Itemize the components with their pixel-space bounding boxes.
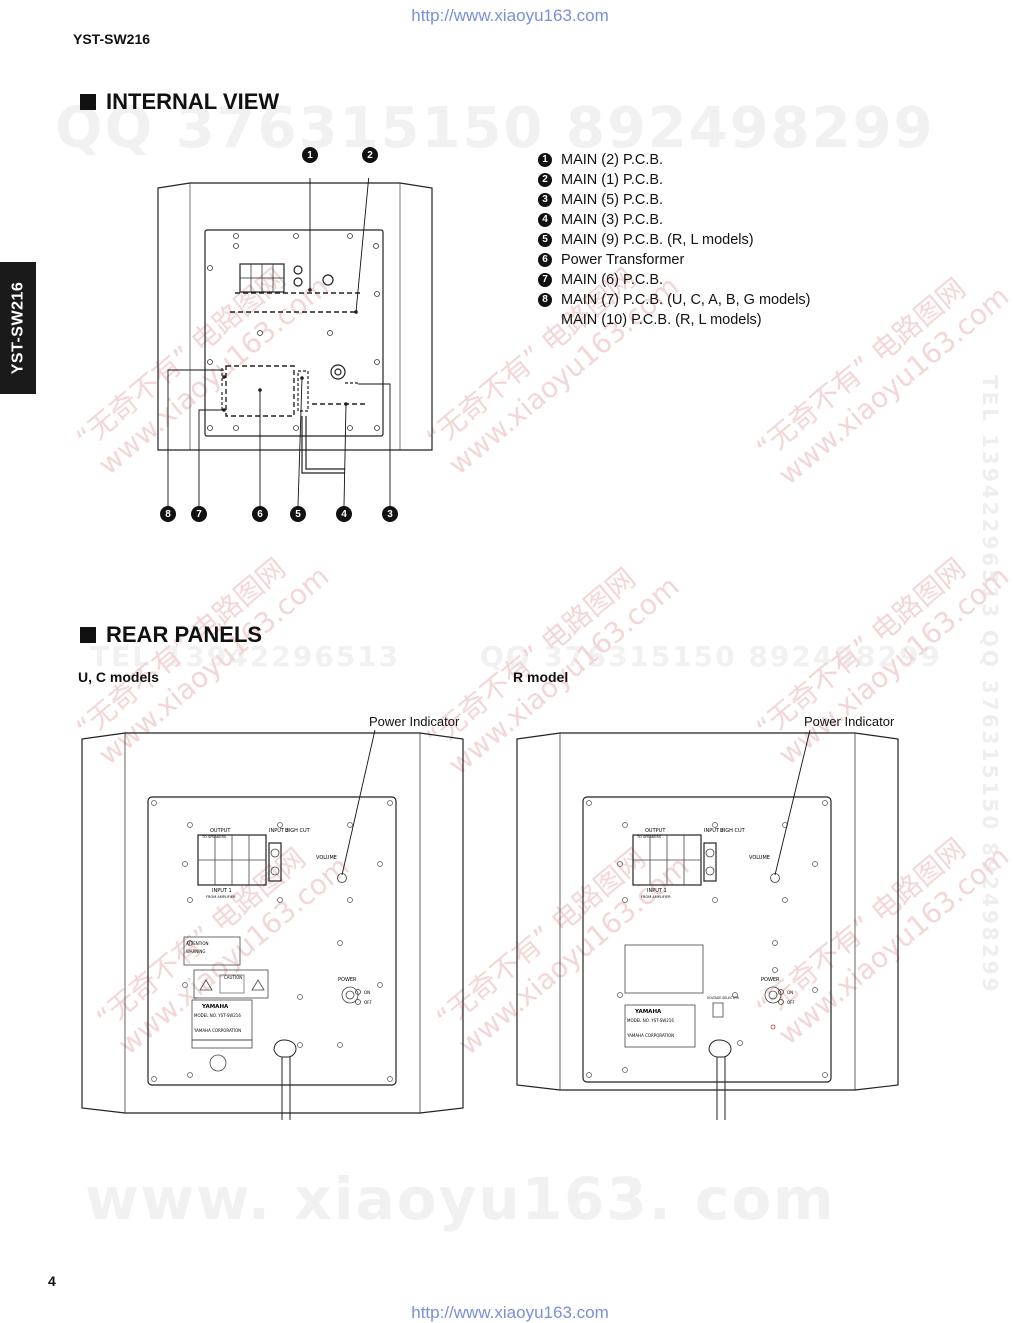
power-indicator-label: Power Indicator bbox=[804, 714, 895, 729]
output-label: OUTPUT bbox=[645, 828, 666, 834]
model-no-label: MODEL NO. YST-SW216 bbox=[194, 1013, 241, 1018]
yamaha-brand: YAMAHA bbox=[201, 1004, 229, 1010]
legend-item: 5 MAIN (9) P.C.B. (R, L models) bbox=[538, 230, 811, 250]
uc-models-label: U, C models bbox=[78, 669, 159, 685]
rear-panel-uc: OUTPUT TO SPEAKERS INPUT 1 FROM AMPLIFIE… bbox=[81, 729, 464, 1120]
watermark-qq-2: QQ 376315150 892498299 bbox=[480, 640, 942, 673]
side-tab-label: YST-SW216 bbox=[9, 281, 26, 375]
number-bullet-icon: 8 bbox=[538, 293, 552, 307]
legend-label: MAIN (5) P.C.B. bbox=[561, 192, 664, 208]
number-bullet-icon: 7 bbox=[538, 273, 552, 287]
legend-label: MAIN (9) P.C.B. (R, L models) bbox=[561, 232, 754, 248]
legend-item: 4 MAIN (3) P.C.B. bbox=[538, 210, 811, 230]
square-bullet-icon bbox=[80, 94, 96, 110]
legend-item: 7 MAIN (6) P.C.B. bbox=[538, 270, 811, 290]
yamaha-brand: YAMAHA bbox=[634, 1009, 662, 1015]
high-cut-label: HIGH CUT bbox=[720, 828, 746, 834]
output-label: OUTPUT bbox=[210, 828, 231, 834]
legend-label: MAIN (1) P.C.B. bbox=[561, 172, 664, 188]
legend-label: MAIN (10) P.C.B. (R, L models) bbox=[561, 312, 762, 328]
attention-label: ATTENTION bbox=[186, 941, 209, 946]
off-label: OFF bbox=[787, 1000, 795, 1005]
number-bullet-icon: 2 bbox=[538, 173, 552, 187]
callout-number: 6 bbox=[252, 506, 268, 522]
from-amplifier-label: FROM AMPLIFIER bbox=[206, 895, 236, 899]
volume-label: VOLUME bbox=[749, 855, 770, 861]
to-speakers-label: TO SPEAKERS bbox=[636, 835, 662, 839]
input2-label: INPUT 2 bbox=[704, 828, 724, 834]
warning-label: WARNING bbox=[186, 949, 206, 954]
number-bullet-icon: 4 bbox=[538, 213, 552, 227]
watermark-vertical: TEL 13942296513 QQ 376315150 892498299 bbox=[978, 375, 1002, 995]
legend-label: MAIN (3) P.C.B. bbox=[561, 212, 664, 228]
callout-number: 2 bbox=[362, 147, 378, 163]
caution-label: CAUTION bbox=[224, 975, 242, 980]
legend-item: 6 Power Transformer bbox=[538, 250, 811, 270]
callout-number: 3 bbox=[382, 506, 398, 522]
input2-label: INPUT 2 bbox=[269, 828, 289, 834]
model-no-label: MODEL NO. YST-SW216 bbox=[627, 1018, 674, 1023]
bottom-url-link[interactable]: http://www.xiaoyu163.com bbox=[411, 1303, 609, 1322]
callout-number: 5 bbox=[290, 506, 306, 522]
legend-label: MAIN (2) P.C.B. bbox=[561, 152, 664, 168]
input1-label: INPUT 1 bbox=[647, 888, 667, 894]
number-bullet-icon: 6 bbox=[538, 253, 552, 267]
square-bullet-icon bbox=[80, 627, 96, 643]
off-label: OFF bbox=[364, 1000, 372, 1005]
side-tab: YST-SW216 bbox=[0, 262, 36, 394]
on-label: ON bbox=[787, 990, 793, 995]
legend-item: 2 MAIN (1) P.C.B. bbox=[538, 170, 811, 190]
voltage-selector-label: VOLTAGE SELECTOR bbox=[707, 996, 740, 1000]
internal-view-title-text: INTERNAL VIEW bbox=[106, 89, 280, 114]
rear-panel-r: OUTPUT TO SPEAKERS INPUT 1 FROM AMPLIFIE… bbox=[516, 729, 899, 1120]
legend-item-continuation: MAIN (10) P.C.B. (R, L models) bbox=[538, 310, 811, 330]
top-url-link[interactable]: http://www.xiaoyu163.com bbox=[411, 6, 609, 25]
page-number: 4 bbox=[48, 1273, 56, 1289]
to-speakers-label: TO SPEAKERS bbox=[201, 835, 227, 839]
model-header: YST-SW216 bbox=[73, 31, 151, 47]
watermark-tel: TEL 13942296513 bbox=[90, 640, 401, 673]
internal-view-diagram bbox=[157, 178, 433, 507]
rear-panels-title-text: REAR PANELS bbox=[106, 622, 263, 647]
watermark-qq: QQ 376315150 892498299 bbox=[55, 96, 935, 161]
number-bullet-icon: 1 bbox=[538, 153, 552, 167]
callout-number: 7 bbox=[191, 506, 207, 522]
internal-view-title: INTERNAL VIEW bbox=[80, 89, 279, 115]
r-model-label: R model bbox=[513, 669, 569, 685]
corporation-label: YAMAHA CORPORATION bbox=[193, 1028, 241, 1033]
callout-number: 4 bbox=[336, 506, 352, 522]
legend-item: 1 MAIN (2) P.C.B. bbox=[538, 150, 811, 170]
number-bullet-icon: 3 bbox=[538, 193, 552, 207]
legend-item: 8 MAIN (7) P.C.B. (U, C, A, B, G models) bbox=[538, 290, 811, 310]
callout-number: 8 bbox=[160, 506, 176, 522]
volume-label: VOLUME bbox=[316, 855, 337, 861]
on-label: ON bbox=[364, 990, 370, 995]
number-bullet-icon: 5 bbox=[538, 233, 552, 247]
legend-label: MAIN (7) P.C.B. (U, C, A, B, G models) bbox=[561, 292, 811, 308]
rear-panels-title: REAR PANELS bbox=[80, 622, 262, 648]
callout-number: 1 bbox=[302, 147, 318, 163]
power-indicator-label: Power Indicator bbox=[369, 714, 460, 729]
watermark-site: www. xiaoyu163. com bbox=[85, 1165, 836, 1233]
input1-label: INPUT 1 bbox=[212, 888, 232, 894]
legend-item: 3 MAIN (5) P.C.B. bbox=[538, 190, 811, 210]
corporation-label: YAMAHA CORPORATION bbox=[626, 1033, 674, 1038]
high-cut-label: HIGH CUT bbox=[285, 828, 311, 834]
from-amplifier-label: FROM AMPLIFIER bbox=[641, 895, 671, 899]
legend-label: MAIN (6) P.C.B. bbox=[561, 272, 664, 288]
legend-label: Power Transformer bbox=[561, 252, 685, 268]
power-label: POWER bbox=[338, 977, 357, 983]
power-label: POWER bbox=[761, 977, 780, 983]
